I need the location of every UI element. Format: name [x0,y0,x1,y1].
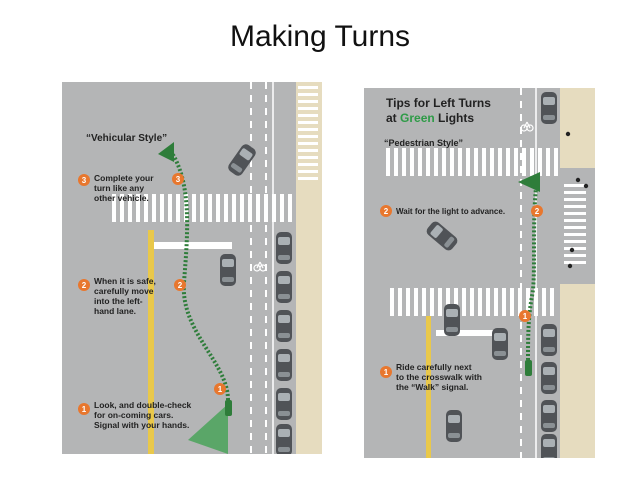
sidewalk [560,88,595,168]
svg-text:1: 1 [218,385,223,394]
crosswalk [564,184,586,264]
svg-text:1: 1 [82,405,87,414]
path-marker: 2 [174,279,186,291]
arrow-head [158,142,174,162]
svg-text:Ride carefully next: Ride carefully next [396,362,472,372]
step-1: 1 Look, and double-check for on-coming c… [78,400,192,430]
svg-text:other vehicle.: other vehicle. [94,193,149,203]
step-2: 2 Wait for the light to advance. [380,205,505,217]
parked-cars [276,232,292,454]
svg-text:When it is safe,: When it is safe, [94,276,156,286]
style-label: “Vehicular Style” [86,133,167,144]
svg-text:Look, and double-check: Look, and double-check [94,400,192,410]
path-marker: 1 [214,383,226,395]
path-marker: 3 [172,173,184,185]
panel-heading-line1: Tips for Left Turns [386,96,491,110]
svg-text:for on-coming cars.: for on-coming cars. [94,410,173,420]
cyclist-icon [525,360,532,376]
bicycle-icon [253,261,267,272]
page-title: Making Turns [229,20,411,53]
svg-text:2: 2 [178,281,183,290]
svg-text:1: 1 [384,368,389,377]
vehicular-style-illustration: 3 2 1 “Vehicular Style” 3 Complete your … [78,82,322,454]
svg-text:carefully move: carefully move [94,286,154,296]
style-label: “Pedestrian Style” [384,138,463,148]
pedestrian-style-diagram: 2 1 Tips for Left Turns at Green Lights … [364,88,595,458]
svg-text:3: 3 [176,175,181,184]
svg-text:Wait for the light to advance.: Wait for the light to advance. [396,207,505,216]
stop-bar [436,330,506,336]
center-line [148,230,154,454]
svg-text:Signal with your hands.: Signal with your hands. [94,420,189,430]
turn-path [168,148,230,401]
svg-text:2: 2 [535,207,540,216]
vehicular-style-diagram: 3 2 1 “Vehicular Style” 3 Complete your … [62,82,322,454]
svg-text:1: 1 [523,312,528,321]
svg-text:2: 2 [384,207,389,216]
path-marker: 1 [519,310,531,322]
crosswalk [390,288,554,316]
cyclist-icon [225,400,232,416]
step-3: 3 Complete your turn like any other vehi… [78,173,154,203]
svg-text:2: 2 [82,281,87,290]
crosswalk [298,86,318,180]
svg-text:the “Walk” signal.: the “Walk” signal. [396,382,468,392]
car [424,219,460,253]
arrow-head [518,172,540,192]
svg-text:hand lane.: hand lane. [94,306,136,316]
panel-heading-line2: at Green Lights [386,111,474,125]
pedestrian-icon [565,131,589,269]
crosswalk [386,148,558,176]
stop-bar [154,242,232,249]
svg-text:into the left-: into the left- [94,296,143,306]
pedestrian-style-illustration: 2 1 Tips for Left Turns at Green Lights … [380,88,595,458]
step-1: 1 Ride carefully next to the crosswalk w… [380,362,482,392]
svg-text:3: 3 [82,176,87,185]
svg-text:Complete your: Complete your [94,173,154,183]
svg-text:turn like any: turn like any [94,183,144,193]
path-marker: 2 [531,205,543,217]
signal-cone [188,404,228,454]
car [226,142,258,178]
car [220,254,236,286]
turn-path [526,187,538,365]
step-2: 2 When it is safe, carefully move into t… [78,276,156,316]
svg-text:to the crosswalk with: to the crosswalk with [396,372,482,382]
crosswalk [112,194,292,222]
bicycle-icon [520,121,534,132]
center-line [426,316,431,458]
sidewalk [560,284,595,458]
